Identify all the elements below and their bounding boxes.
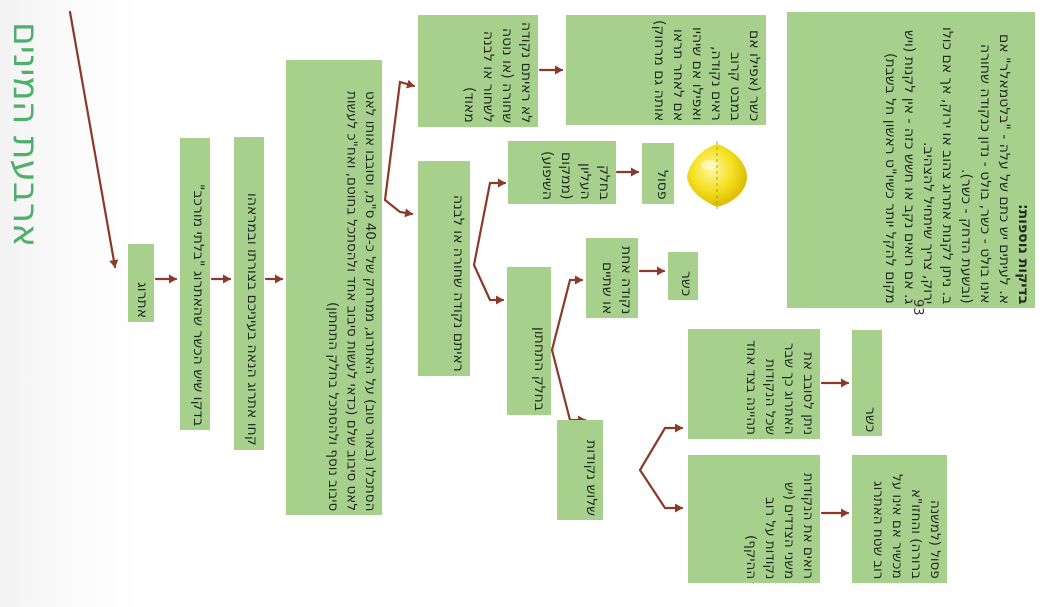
box-pasul-top: פסול (642, 143, 674, 204)
box-bottom-part: בחלק התחתון (507, 267, 551, 415)
arrow-branch-one-two (550, 275, 584, 352)
box-etrog: אתרוג (128, 244, 154, 322)
arrow-entry (68, 10, 119, 269)
box-see-sides: רואים את הנקודות משני הצדדים (יש נקודות … (688, 455, 820, 583)
box-top-part: בחלק העליון (ממקום השיפוע) (508, 141, 616, 204)
extra-checks-title: בדיקות נוספות: (1015, 203, 1031, 304)
box-kosher-far: כשר (אפילו אם במבט קרוב ראים נקודה, ואפי… (566, 15, 766, 125)
box-three-spots: שלוש נקודות (557, 420, 603, 520)
box-kosher-two: כשר (668, 252, 698, 300)
arrow-branch-three (550, 348, 587, 425)
arrow-branch-no-spot (383, 79, 416, 202)
arrow-branch-bottom (472, 263, 505, 305)
arrow-branch-saw-spot (383, 198, 414, 218)
extra-check-b: ב. ניתן לקנות אתרוג צהוב או ירוק, אך אם … (920, 26, 955, 304)
box-kosher-side: כשר (852, 330, 882, 436)
box-pasul-rav: פסול (למשנה ברורה) והחזו"א מכשיר אם אינו… (852, 455, 947, 583)
box-one-two-spots: נקודה אחת או שתיים (586, 238, 638, 318)
box-can-rotate: ניתן לסובב את האתרוג כך שבר שכל הנקודות … (688, 329, 820, 439)
box-extra-checks: בדיקות נוספות: א. לעיתים יש כתם של עלה -… (787, 12, 1035, 308)
etrog-image (687, 141, 747, 209)
arrow-branch-top (472, 178, 507, 267)
box-saw-spot: ראיתם נקודה שחורה או לבנה (418, 161, 470, 376)
box-take-beautiful: קחו אתרוג הנאה בעיניכם בצורתו ובמראהו (234, 137, 264, 450)
extra-check-g: ג. אם רואים נקב או חשש כזה - אין לקנות (… (882, 29, 917, 304)
box-look-instructions: הסתכלו (באור טוב) על האתרוג, ממרחק של כ-… (286, 60, 382, 515)
extra-check-a: א. לעיתים יש כתם של עלה - "בלטמאלר" אם א… (958, 33, 1012, 304)
box-no-spot: לא ראיתם נקודה שחורה (או נוטה לשחור או ל… (418, 15, 538, 127)
page-number: 93 (910, 298, 925, 316)
page-title: ארבעת המינים (5, 22, 46, 248)
arrow-branch-sides (638, 468, 684, 513)
arrow-branch-rotate (638, 423, 684, 472)
box-check-grafted: בדקו שיש הכשר שהאתרוג "בלתי מורכב" (180, 138, 210, 430)
